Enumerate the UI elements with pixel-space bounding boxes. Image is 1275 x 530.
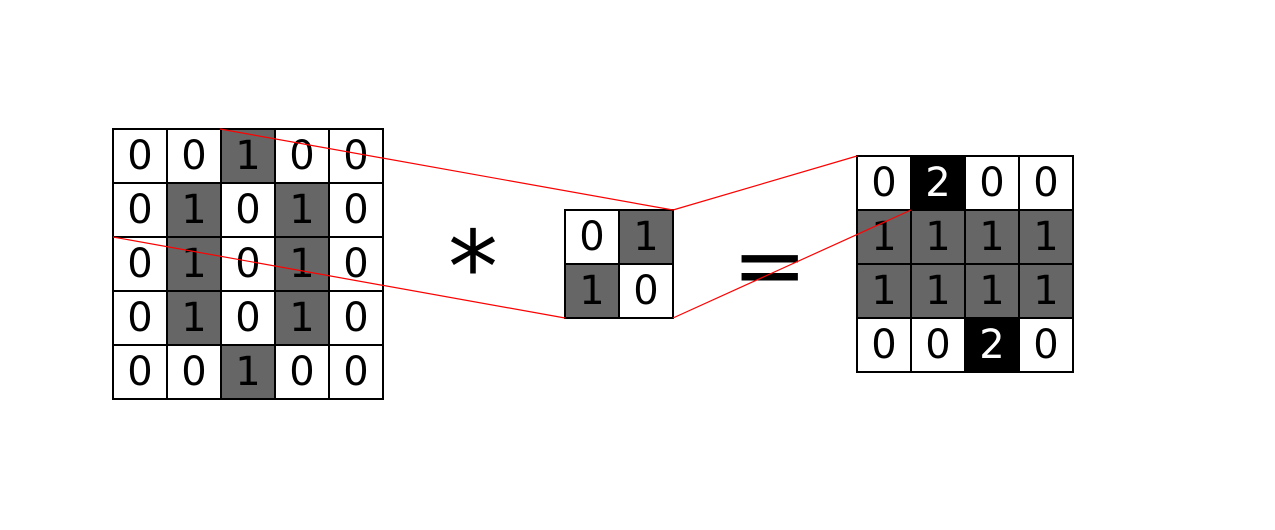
kernel-cell-r0-c0: 0 <box>564 209 620 265</box>
kernel-cell-r1-c1: 0 <box>618 263 674 319</box>
input-cell-r4-c4: 0 <box>328 344 384 400</box>
output-cell-r2-c0: 1 <box>856 263 912 319</box>
output-cell-r3-c0: 0 <box>856 317 912 373</box>
equals-operator: = <box>732 213 808 318</box>
input-cell-r3-c0: 0 <box>112 290 168 346</box>
output-cell-r0-c1: 2 <box>910 155 966 211</box>
input-cell-r2-c2: 0 <box>220 236 276 292</box>
output-cell-r1-c1: 1 <box>910 209 966 265</box>
input-cell-r1-c3: 1 <box>274 182 330 238</box>
output-cell-r2-c2: 1 <box>964 263 1020 319</box>
input-cell-r2-c3: 1 <box>274 236 330 292</box>
output-cell-r0-c0: 0 <box>856 155 912 211</box>
output-cell-r3-c3: 0 <box>1018 317 1074 373</box>
convolution-operator: * <box>448 209 498 326</box>
input-cell-r1-c1: 1 <box>166 182 222 238</box>
kernel-cell-r0-c1: 1 <box>618 209 674 265</box>
output-cell-r1-c2: 1 <box>964 209 1020 265</box>
input-cell-r0-c2: 1 <box>220 128 276 184</box>
input-cell-r0-c4: 0 <box>328 128 384 184</box>
output-cell-r1-c3: 1 <box>1018 209 1074 265</box>
input-cell-r0-c1: 0 <box>166 128 222 184</box>
input-cell-r4-c2: 1 <box>220 344 276 400</box>
output-cell-r2-c3: 1 <box>1018 263 1074 319</box>
input-cell-r0-c3: 0 <box>274 128 330 184</box>
connector-line-output-top <box>672 155 858 211</box>
input-cell-r4-c1: 0 <box>166 344 222 400</box>
output-cell-r3-c1: 0 <box>910 317 966 373</box>
kernel-cell-r1-c0: 1 <box>564 263 620 319</box>
input-cell-r2-c1: 1 <box>166 236 222 292</box>
input-cell-r1-c2: 0 <box>220 182 276 238</box>
input-cell-r3-c3: 1 <box>274 290 330 346</box>
input-cell-r3-c4: 0 <box>328 290 384 346</box>
input-cell-r3-c1: 1 <box>166 290 222 346</box>
input-cell-r3-c2: 0 <box>220 290 276 346</box>
input-cell-r0-c0: 0 <box>112 128 168 184</box>
input-cell-r4-c0: 0 <box>112 344 168 400</box>
input-cell-r1-c4: 0 <box>328 182 384 238</box>
input-cell-r1-c0: 0 <box>112 182 168 238</box>
output-cell-r2-c1: 1 <box>910 263 966 319</box>
input-cell-r4-c3: 0 <box>274 344 330 400</box>
output-cell-r3-c2: 2 <box>964 317 1020 373</box>
input-cell-r2-c4: 0 <box>328 236 384 292</box>
output-cell-r0-c2: 0 <box>964 155 1020 211</box>
input-cell-r2-c0: 0 <box>112 236 168 292</box>
output-cell-r0-c3: 0 <box>1018 155 1074 211</box>
output-cell-r1-c0: 1 <box>856 209 912 265</box>
